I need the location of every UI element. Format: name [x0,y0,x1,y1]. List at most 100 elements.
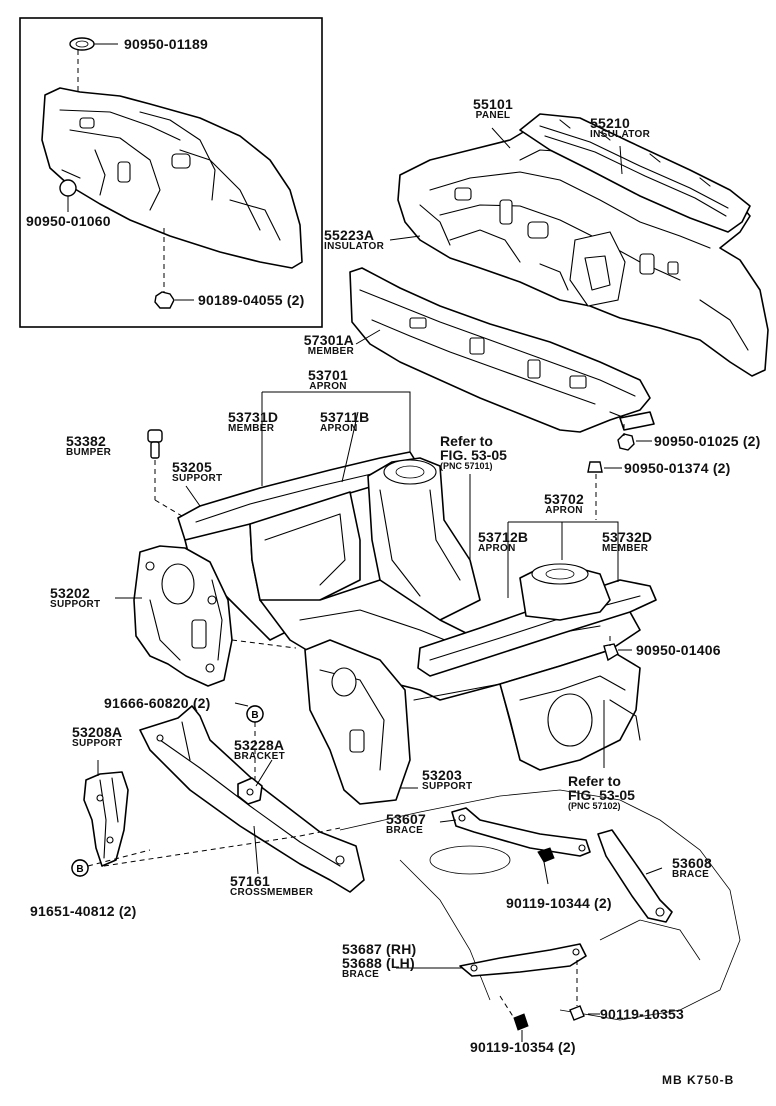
reference-fig-53-05-upper: Refer to FIG. 53-05 (PNC 57101) [440,434,507,471]
label-90950-01374: 90950-01374 (2) [624,460,731,476]
label-53731d-name: MEMBER [228,423,275,434]
bolt-10344-icon [537,847,555,885]
label-91666-60820: 91666-60820 (2) [104,695,211,711]
reference-upper-line1: Refer to [440,433,493,449]
callout-b-upper-text: B [251,710,258,721]
reference-lower-line2: FIG. 53-05 [568,787,635,803]
reference-lower-pnc: (PNC 57102) [568,801,621,811]
label-53203: 53203 SUPPORT [422,768,472,792]
label-53702-name: APRON [545,505,583,516]
label-57301a-number: 57301A [303,332,354,348]
label-53228a-name: BRACKET [234,751,285,762]
support-53208a-drawing [83,771,129,867]
label-53208a: 53208A SUPPORT [72,725,122,749]
inset-dash-panel-drawing [41,87,303,269]
front-body-assembly-drawing [177,451,657,805]
inset-nut-icon [154,228,194,309]
bolt-10353-icon [569,960,585,1021]
label-57301a: 57301A MEMBER [288,333,354,357]
nut-01025-icon [617,424,635,451]
inset-frame [19,17,323,328]
label-55223a: 55223A INSULATOR [324,228,384,252]
label-55101-number: 55101 [473,96,513,112]
label-53701: 53701 APRON [300,368,356,392]
label-53607-number: 53607 [386,811,426,827]
label-53702-number: 53702 [544,491,584,507]
label-53731d-number: 53731D [228,409,279,425]
label-53687-number: 53687 (RH) [342,941,417,957]
callout-b-upper: B [246,705,264,723]
label-90119-10354: 90119-10354 (2) [470,1039,576,1055]
label-55101-name: PANEL [475,110,511,121]
label-57161-number: 57161 [230,873,270,889]
label-90950-01060: 90950-01060 [26,213,111,229]
label-53608-number: 53608 [672,855,712,871]
label-90189-04055: 90189-04055 (2) [198,292,305,308]
label-53607-name: BRACE [386,825,424,836]
label-53382-number: 53382 [66,433,106,449]
bracket-53228a-drawing [237,777,263,805]
label-53732d: 53732D MEMBER [602,530,652,554]
label-90119-10344: 90119-10344 (2) [506,895,612,911]
leader-lines [97,127,663,1015]
reference-lower-line1: Refer to [568,773,621,789]
label-53732d-number: 53732D [602,529,653,545]
label-53202-number: 53202 [50,585,90,601]
label-55223a-name: INSULATOR [324,241,385,252]
label-53732d-name: MEMBER [602,543,649,554]
bumper-53382-icon [147,429,183,517]
label-53688-number: 53688 (LH) [342,955,415,971]
brace-53607-drawing [451,807,591,857]
label-53711b-name: APRON [320,423,358,434]
clip-01374-icon [587,461,603,520]
label-53203-name: SUPPORT [422,781,473,792]
label-53712b-name: APRON [478,543,516,554]
label-53712b-number: 53712B [478,529,529,545]
label-53688-name: BRACE [342,969,380,980]
label-53205: 53205 SUPPORT [172,460,222,484]
callout-b-lower: B [71,859,89,877]
label-57161: 57161 CROSSMEMBER [230,874,313,898]
label-55223a-number: 55223A [324,227,375,243]
label-90950-01025: 90950-01025 (2) [654,433,761,449]
label-53731d: 53731D MEMBER [228,410,278,434]
label-53701-number: 53701 [308,367,348,383]
label-53202: 53202 SUPPORT [50,586,100,610]
label-53711b: 53711B APRON [320,410,369,434]
bolt-10354-icon [499,995,529,1042]
brace-53608-drawing [597,829,673,923]
brace-53687-drawing [459,943,587,977]
label-57161-name: CROSSMEMBER [230,887,314,898]
footer-diagram-code: MB K750-B [662,1073,735,1087]
label-53608: 53608 BRACE [672,856,712,880]
callout-b-lower-text: B [76,864,83,875]
label-53701-name: APRON [309,381,347,392]
label-53202-name: SUPPORT [50,599,101,610]
support-53202-drawing [133,545,233,687]
reference-upper-line2: FIG. 53-05 [440,447,507,463]
label-53687-53688: 53687 (RH) 53688 (LH) BRACE [342,942,416,980]
reference-upper-pnc: (PNC 57101) [440,461,493,471]
label-53382-name: BUMPER [66,447,112,458]
inset-plug-icon [59,179,77,212]
label-90950-01189: 90950-01189 [124,36,208,52]
label-55210-number: 55210 [590,115,630,131]
reference-fig-53-05-lower: Refer to FIG. 53-05 (PNC 57102) [568,774,635,811]
label-53711b-number: 53711B [320,409,370,425]
label-90950-01406: 90950-01406 [636,642,721,658]
label-53208a-number: 53208A [72,724,123,740]
label-53203-number: 53203 [422,767,462,783]
member-57301a-drawing [349,267,655,433]
label-90119-10353: 90119-10353 [600,1006,684,1022]
label-55101: 55101 PANEL [466,97,520,121]
label-53712b: 53712B APRON [478,530,528,554]
label-55210: 55210 INSULATOR [590,116,650,140]
inset-grommet-icon [69,37,118,92]
label-53208a-name: SUPPORT [72,738,123,749]
label-53205-name: SUPPORT [172,473,223,484]
label-53702: 53702 APRON [536,492,592,516]
label-57301a-name: MEMBER [307,346,354,357]
label-53608-name: BRACE [672,869,710,880]
label-91651-40812: 91651-40812 (2) [30,903,137,919]
